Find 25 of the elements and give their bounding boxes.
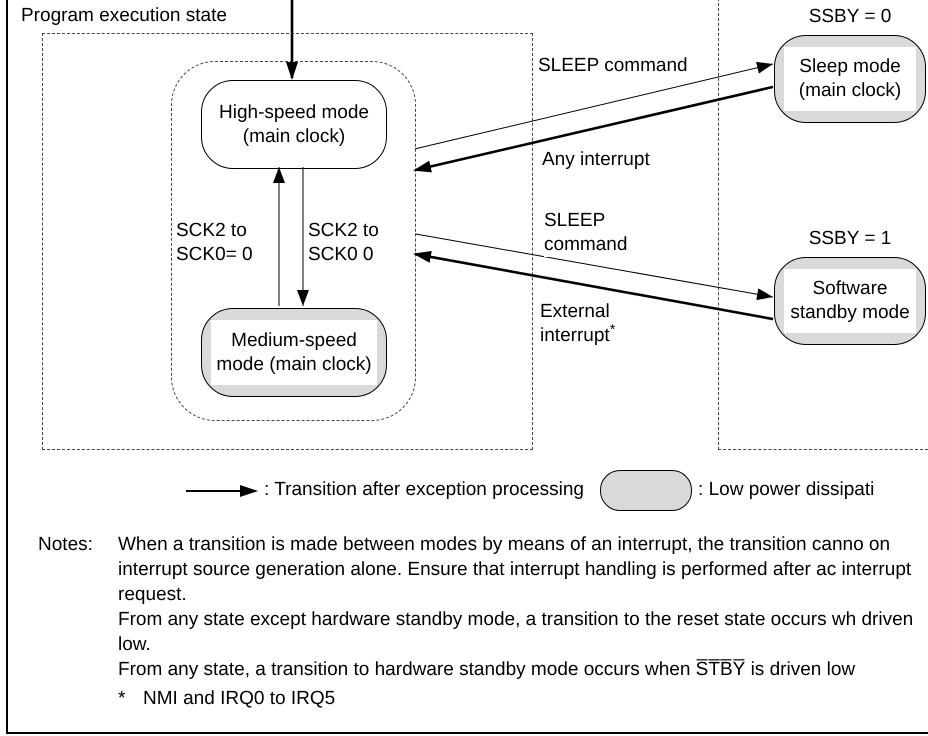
- low-power-state-box: [201, 308, 387, 397]
- transition-arrow: [414, 233, 774, 300]
- footnote-mark: *: [118, 687, 126, 711]
- note-text: From any state, a transition to hardware standby mode occurs when S̅T̅B̅Y̅ is driven low: [118, 658, 856, 682]
- state-label: Medium-speed mode (main clock): [215, 328, 373, 376]
- note-text: From any state except hardware standby mode, a transition to the reset state occurs wh driven low.: [118, 608, 914, 657]
- state-label: Software standby mode: [789, 277, 911, 325]
- note-text: When a transition is made between modes by means of an interrupt, the transition canno on interrupt source generation alone. Ensure that interrupt handling is performed after ac interrupt request.: [118, 533, 912, 607]
- state-label: High-speed mode (main clock): [218, 100, 370, 148]
- legend-text: : Low power dissipati: [698, 478, 874, 502]
- transition-arrow: [272, 166, 285, 306]
- transition-arrow: [413, 251, 774, 320]
- state-label: Sleep mode (main clock): [798, 55, 902, 103]
- edge-label: Any interrupt: [542, 148, 650, 172]
- footnote-text: NMI and IRQ0 to IRQ5: [143, 687, 336, 711]
- transition-arrow: [286, 0, 298, 80]
- condition-label: SSBY = 0: [808, 5, 892, 29]
- transition-arrow: [296, 166, 309, 306]
- state-box: [201, 80, 387, 169]
- notes-heading: Notes:: [38, 533, 94, 557]
- dashed-group-box: [718, 0, 928, 450]
- legend-text: : Transition after exception processing: [264, 478, 584, 502]
- condition-label: SSBY = 1: [808, 227, 892, 251]
- transition-arrow: [414, 62, 774, 150]
- transition-arrow: [413, 86, 774, 172]
